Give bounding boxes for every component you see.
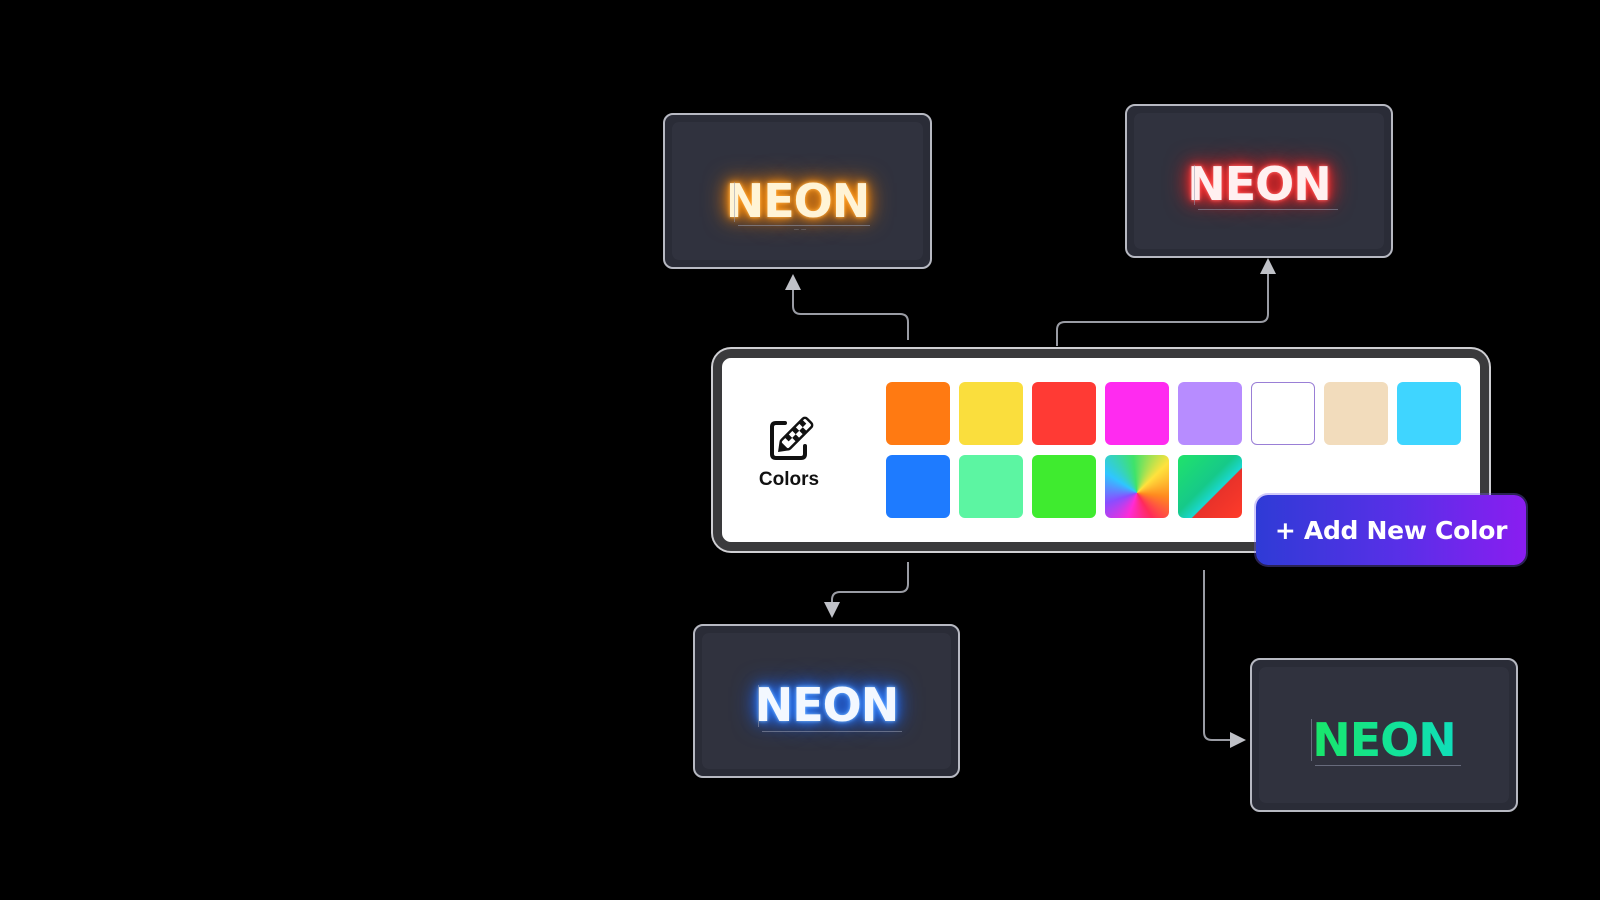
preview-card-red: NEON <box>1125 104 1393 258</box>
height-dimension-line <box>734 182 735 222</box>
color-swatch-blue[interactable] <box>886 455 950 518</box>
connector-to-orange <box>785 274 909 340</box>
preview-canvas: NEON <box>1259 667 1509 803</box>
color-swatch-cyan[interactable] <box>1397 382 1461 445</box>
color-swatch-orange[interactable] <box>886 382 950 445</box>
width-dimension-line <box>1198 209 1338 210</box>
neon-text: NEON <box>754 678 900 732</box>
connector-to-blue <box>824 562 909 618</box>
color-swatch-yellow[interactable] <box>959 382 1023 445</box>
preview-canvas: NEON <box>1134 113 1384 249</box>
preview-card-blue: NEON <box>693 624 960 778</box>
add-new-color-button[interactable]: + Add New Color <box>1256 495 1526 565</box>
color-swatch-white[interactable] <box>1251 382 1315 445</box>
height-dimension-line <box>758 685 759 727</box>
palette-edit-icon <box>770 416 814 460</box>
connector-to-green <box>1203 570 1246 748</box>
preview-card-orange: NEON ── ── <box>663 113 932 269</box>
width-dimension-label: ── ── <box>794 227 807 232</box>
height-dimension-line <box>1194 165 1195 205</box>
width-dimension-line <box>762 731 902 732</box>
color-swatch-beige[interactable] <box>1324 382 1388 445</box>
height-dimension-line <box>1311 719 1312 761</box>
color-swatch-lavender[interactable] <box>1178 382 1242 445</box>
color-swatch-mint[interactable] <box>959 455 1023 518</box>
color-swatch-red[interactable] <box>1032 382 1096 445</box>
color-swatch-green[interactable] <box>1032 455 1096 518</box>
colors-panel: Colors <box>713 349 1489 551</box>
color-swatch-green-red-cyan-gradient[interactable] <box>1178 455 1242 518</box>
colors-header: Colors <box>744 413 834 491</box>
neon-text: NEON <box>1259 717 1509 763</box>
neon-text: NEON <box>725 174 871 228</box>
preview-card-green: NEON <box>1250 658 1518 812</box>
color-swatch-rainbow-gradient[interactable] <box>1105 455 1169 518</box>
color-swatch-magenta[interactable] <box>1105 382 1169 445</box>
colors-label: Colors <box>758 469 820 490</box>
width-dimension-line <box>1315 765 1461 766</box>
preview-canvas: NEON <box>702 633 951 769</box>
connector-to-red <box>1056 258 1276 346</box>
preview-canvas: NEON ── ── <box>672 122 923 260</box>
width-dimension-line <box>738 225 870 226</box>
neon-text: NEON <box>1187 157 1332 211</box>
